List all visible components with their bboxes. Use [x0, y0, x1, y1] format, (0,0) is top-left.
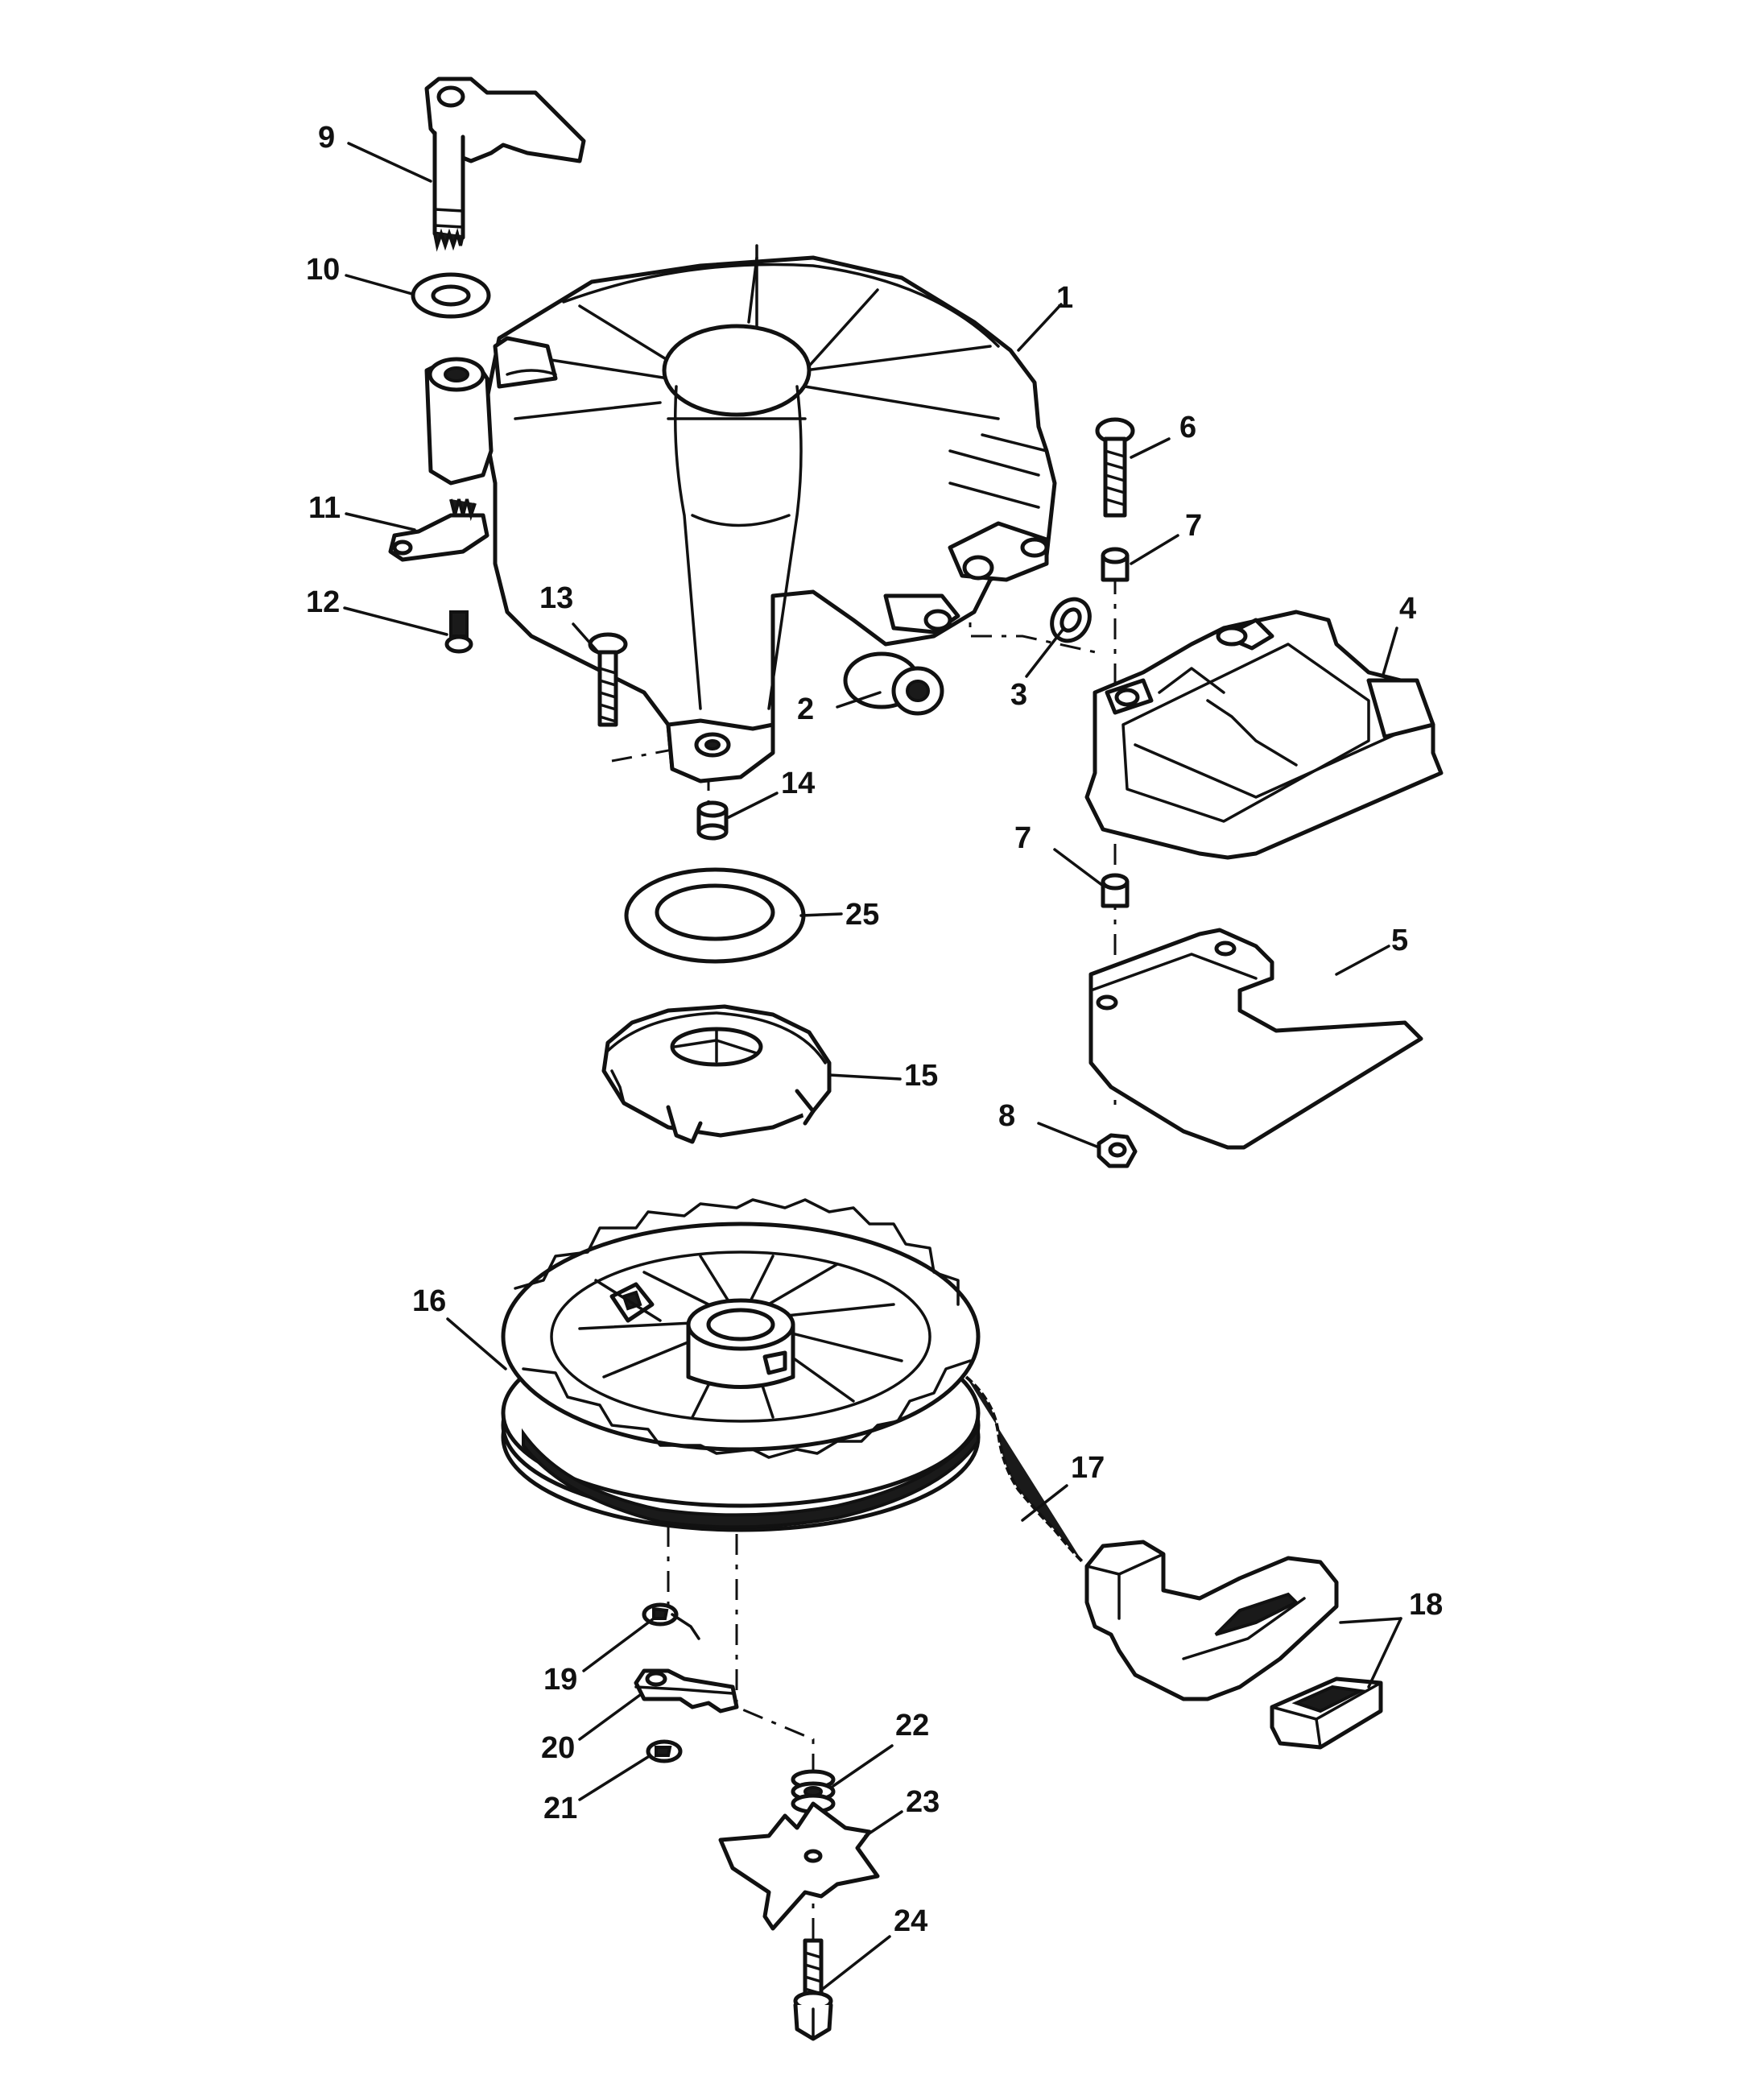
- pawl-plate: [718, 1801, 880, 1931]
- starter-rope: [965, 1375, 1084, 1564]
- rope-guide: [1084, 610, 1444, 860]
- leader-lines: [343, 142, 1402, 1990]
- callout-21: 21: [543, 1792, 577, 1825]
- callout-7-lower: 7: [1014, 821, 1031, 855]
- link: [388, 498, 489, 562]
- housing-spacer: [696, 800, 729, 841]
- washer: [1050, 597, 1092, 643]
- rope-handle: [1084, 1540, 1383, 1750]
- center-bolt: [793, 1938, 833, 2041]
- pawl: [634, 1668, 739, 1713]
- callout-9: 9: [318, 121, 335, 155]
- starter-housing: [424, 244, 1057, 783]
- callout-16: 16: [412, 1284, 446, 1318]
- spring-cup: [601, 1004, 832, 1144]
- callout-11: 11: [308, 491, 341, 525]
- lever-washer: [411, 272, 491, 319]
- callout-15: 15: [904, 1059, 938, 1093]
- nut: [1097, 1133, 1138, 1168]
- retaining-clip: [646, 1739, 683, 1763]
- callout-6: 6: [1179, 411, 1196, 444]
- callout-4: 4: [1399, 592, 1416, 626]
- callout-23: 23: [906, 1785, 940, 1819]
- pawl-spring: [642, 1602, 700, 1640]
- callout-2: 2: [797, 692, 814, 726]
- callout-7-upper: 7: [1185, 509, 1202, 543]
- bushing: [843, 651, 944, 716]
- callout-14: 14: [781, 767, 815, 800]
- callout-8: 8: [998, 1099, 1015, 1133]
- bracket-plate: [1088, 928, 1423, 1150]
- screw: [1095, 417, 1135, 518]
- callout-12: 12: [306, 585, 340, 619]
- lockout-lever: [424, 76, 586, 252]
- callout-1: 1: [1056, 281, 1073, 315]
- housing-bolt: [588, 632, 628, 727]
- callout-10: 10: [306, 253, 340, 287]
- spring-washer: [624, 867, 806, 964]
- link-screw: [444, 610, 473, 654]
- callout-22: 22: [895, 1709, 929, 1742]
- callout-24: 24: [894, 1904, 927, 1938]
- callout-25: 25: [845, 898, 879, 932]
- callout-19: 19: [543, 1663, 577, 1697]
- spacer-lower: [1101, 873, 1130, 908]
- callout-17: 17: [1071, 1451, 1105, 1485]
- spacer-upper: [1101, 547, 1130, 582]
- callout-20: 20: [541, 1731, 575, 1765]
- callout-3: 3: [1010, 678, 1027, 712]
- callout-13: 13: [539, 581, 573, 615]
- callout-labels: 1 2 3 4 5 6 7 7 8 9 10 11 12 13 14 15 16…: [306, 121, 1443, 1938]
- callout-5: 5: [1391, 924, 1408, 957]
- rope-pulley: [501, 1198, 981, 1532]
- callout-18: 18: [1409, 1588, 1443, 1622]
